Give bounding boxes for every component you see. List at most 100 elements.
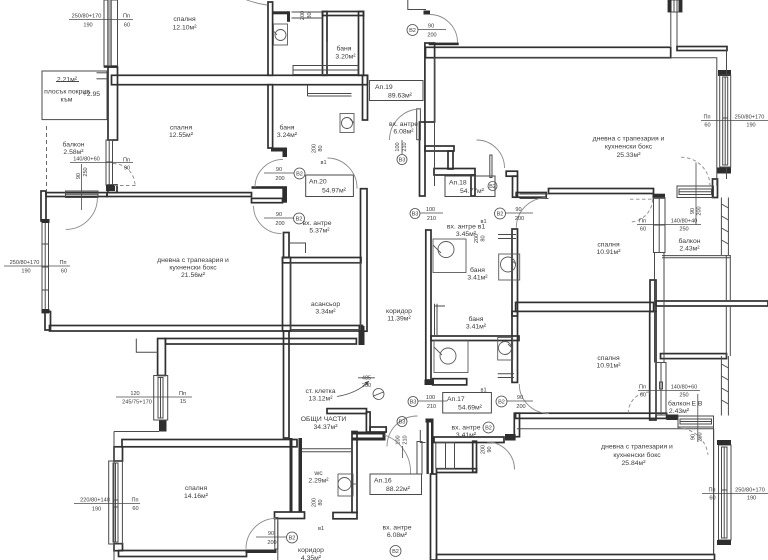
svg-text:2.58м²: 2.58м² [63, 149, 84, 156]
svg-text:ст. клетка: ст. клетка [305, 388, 335, 395]
svg-text:10.91м²: 10.91м² [597, 363, 622, 370]
svg-text:250: 250 [83, 167, 89, 176]
svg-text:в1: в1 [318, 526, 324, 532]
svg-text:13.12м²: 13.12м² [309, 396, 334, 403]
svg-text:210: 210 [402, 142, 408, 151]
svg-text:100: 100 [395, 142, 401, 151]
svg-text:В3: В3 [412, 212, 419, 218]
svg-text:вх. антре: вх. антре [303, 220, 332, 227]
svg-text:90: 90 [428, 24, 434, 30]
svg-text:90: 90 [517, 395, 523, 401]
svg-text:3.45м²: 3.45м² [456, 231, 477, 238]
svg-text:25.84м²: 25.84м² [622, 460, 647, 467]
svg-text:3.34м²: 3.34м² [315, 309, 336, 316]
svg-text:190: 190 [21, 269, 30, 275]
svg-text:250: 250 [679, 227, 688, 233]
svg-text:6.08м²: 6.08м² [387, 532, 408, 539]
svg-text:3.41м²: 3.41м² [467, 275, 488, 282]
svg-text:вх. антре в1: вх. антре в1 [447, 224, 485, 231]
svg-text:60: 60 [640, 393, 646, 399]
svg-text:4.35м²: 4.35м² [301, 555, 322, 560]
svg-text:В3: В3 [399, 420, 406, 426]
svg-text:200: 200 [267, 540, 276, 546]
svg-text:210: 210 [403, 435, 409, 444]
svg-text:245/75+170: 245/75+170 [122, 400, 152, 406]
svg-text:дневна с трапезария и: дневна с трапезария и [601, 444, 673, 451]
svg-text:60: 60 [640, 227, 646, 233]
svg-text:3.20м²: 3.20м² [335, 54, 356, 61]
svg-text:485: 485 [362, 376, 371, 382]
svg-text:90: 90 [515, 207, 521, 213]
svg-text:250/80+170: 250/80+170 [735, 115, 765, 121]
svg-text:2.29м²: 2.29м² [308, 478, 329, 485]
svg-text:88.22м²: 88.22м² [386, 486, 411, 493]
svg-text:190: 190 [747, 496, 756, 502]
svg-text:210: 210 [427, 216, 436, 222]
svg-text:в1: в1 [321, 160, 327, 166]
svg-text:60: 60 [704, 123, 710, 129]
svg-text:Е В: Е В [692, 401, 703, 408]
svg-text:вх. антре: вх. антре [452, 425, 481, 432]
svg-text:250/80+170: 250/80+170 [72, 14, 102, 20]
svg-text:5.37м²: 5.37м² [309, 228, 330, 235]
svg-text:80: 80 [307, 12, 313, 18]
svg-text:3.24м²: 3.24м² [277, 132, 298, 139]
svg-text:100: 100 [426, 207, 435, 213]
svg-text:Ап.20: Ап.20 [309, 179, 327, 186]
svg-text:60: 60 [132, 506, 138, 512]
svg-text:ОБЩИ ЧАСТИ: ОБЩИ ЧАСТИ [301, 416, 347, 423]
svg-text:коридор: коридор [298, 547, 324, 554]
svg-text:80: 80 [318, 145, 324, 151]
svg-text:25.33м²: 25.33м² [617, 152, 642, 159]
svg-text:250: 250 [679, 393, 688, 399]
svg-text:90: 90 [487, 446, 493, 452]
svg-text:12.55м²: 12.55м² [169, 132, 194, 139]
svg-text:200: 200 [481, 445, 487, 454]
svg-text:коридор: коридор [386, 308, 412, 315]
svg-text:3.41м²: 3.41м² [466, 324, 487, 331]
svg-text:спалня: спалня [597, 355, 620, 362]
svg-text:90: 90 [276, 167, 282, 173]
svg-text:спалня: спалня [170, 125, 193, 132]
svg-text:в1: в1 [481, 219, 487, 225]
svg-text:В2: В2 [289, 536, 296, 542]
svg-text:120: 120 [130, 391, 139, 397]
svg-text:80: 80 [481, 235, 487, 241]
svg-text:200: 200 [275, 176, 284, 182]
svg-text:190: 190 [92, 507, 101, 513]
svg-text:Пп: Пп [123, 14, 130, 20]
svg-text:14.16м²: 14.16м² [184, 493, 209, 500]
svg-text:140/80+60: 140/80+60 [73, 157, 100, 163]
svg-text:34.37м²: 34.37м² [314, 424, 339, 431]
svg-text:90: 90 [276, 212, 282, 218]
svg-text:В2: В2 [296, 172, 303, 178]
svg-text:Пп: Пп [703, 115, 710, 121]
svg-text:90: 90 [76, 173, 82, 179]
svg-text:асансьор: асансьор [311, 301, 340, 308]
svg-text:200: 200 [515, 216, 524, 222]
svg-text:90: 90 [268, 531, 274, 537]
svg-text:Пп: Пп [123, 158, 130, 164]
svg-text:54.77м²: 54.77м² [460, 188, 485, 195]
svg-text:Пп: Пп [179, 391, 186, 397]
svg-text:80: 80 [318, 499, 324, 505]
svg-text:+2.95: +2.95 [83, 91, 100, 98]
svg-text:баня: баня [280, 124, 295, 132]
svg-text:12.10м²: 12.10м² [173, 25, 198, 32]
svg-text:10.91м²: 10.91м² [597, 249, 622, 256]
svg-text:190: 190 [746, 123, 755, 129]
svg-text:200: 200 [474, 234, 480, 243]
svg-text:спалня: спалня [173, 16, 196, 23]
svg-text:В3: В3 [399, 158, 406, 164]
svg-text:В3: В3 [410, 400, 417, 406]
svg-text:Ап.16: Ап.16 [374, 478, 392, 485]
svg-text:спалня: спалня [597, 242, 620, 249]
svg-text:200: 200 [312, 498, 318, 507]
svg-text:190: 190 [83, 23, 92, 29]
svg-text:220/80+140: 220/80+140 [80, 498, 110, 504]
svg-text:90: 90 [691, 434, 697, 440]
svg-text:3.41м²: 3.41м² [456, 432, 477, 439]
svg-text:В2: В2 [296, 217, 303, 223]
svg-text:баня: баня [469, 315, 484, 323]
svg-text:11.39м²: 11.39м² [387, 316, 411, 323]
